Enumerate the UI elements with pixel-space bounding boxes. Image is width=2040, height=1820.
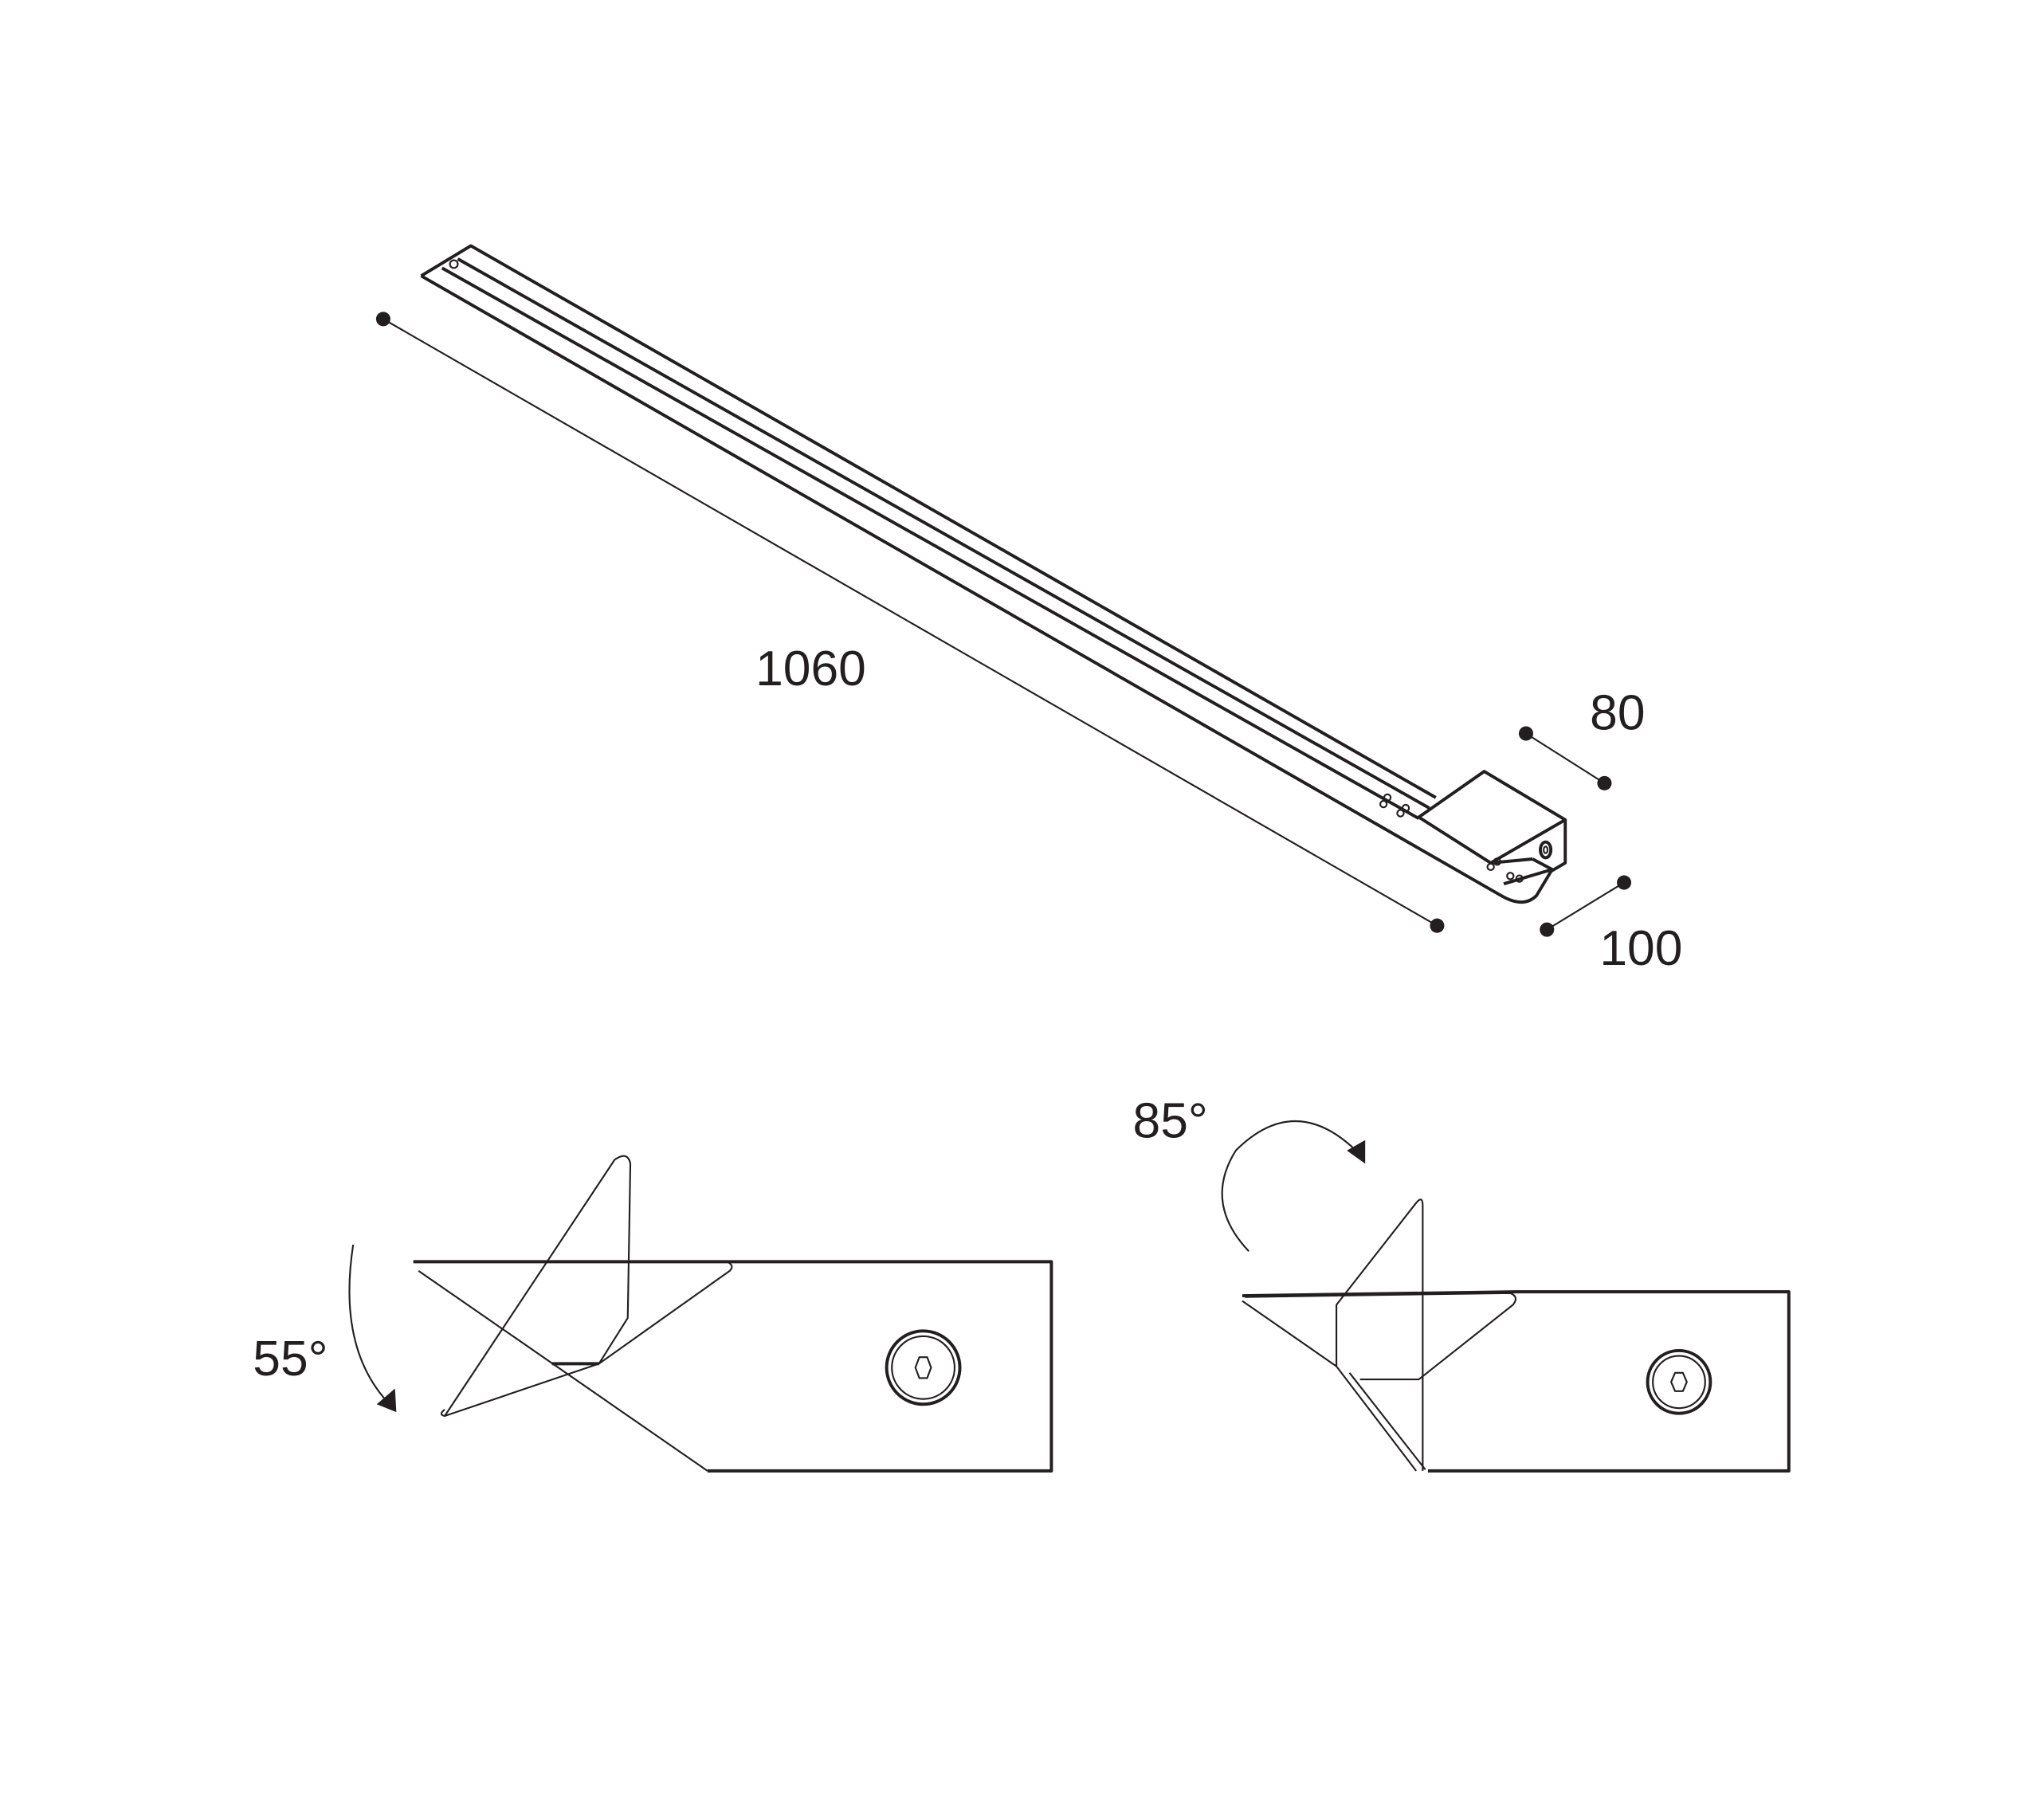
side-view-55: 55° (253, 1155, 1053, 1473)
rotation-arrow-icon (348, 1244, 388, 1402)
hex-screw-icon (1646, 1348, 1712, 1415)
end-cap-box (1417, 770, 1567, 874)
width-label: 80 (1590, 686, 1645, 741)
linear-fixture-isometric (420, 244, 1567, 904)
length-label: 1060 (755, 641, 866, 696)
rotation-arrow-icon (1221, 1120, 1357, 1252)
dimension-height: 100 (1540, 875, 1682, 976)
angle-55-label: 55° (253, 1332, 328, 1387)
dimension-width: 80 (1518, 686, 1646, 790)
mount-screws (1379, 793, 1524, 883)
side-view-85: 85° (1133, 1094, 1791, 1473)
hex-screw-icon (885, 1329, 962, 1406)
angle-85-label: 85° (1133, 1094, 1208, 1149)
height-label: 100 (1599, 921, 1682, 976)
dimension-length: 1060 (375, 312, 1445, 933)
